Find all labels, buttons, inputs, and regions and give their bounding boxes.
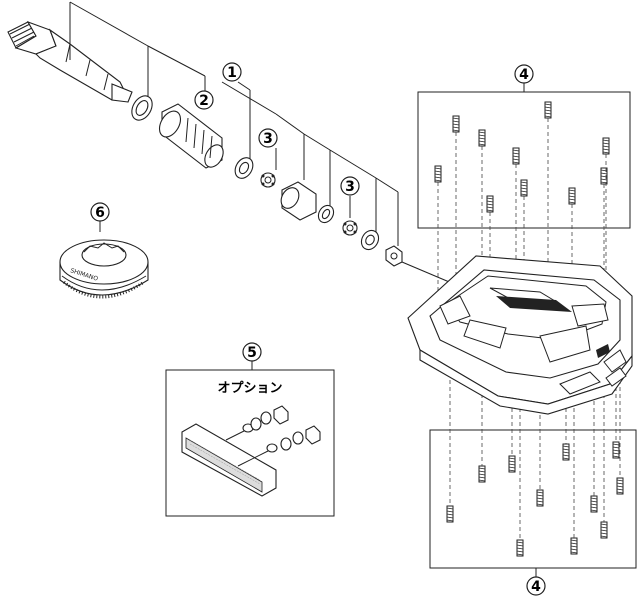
pin-top-7 bbox=[520, 179, 528, 197]
pin-bottom-2 bbox=[562, 443, 570, 461]
pin-box-bottom bbox=[429, 429, 637, 569]
pin-top-3 bbox=[478, 129, 486, 147]
pin-bottom-9 bbox=[600, 521, 608, 539]
washer-2 bbox=[317, 204, 335, 224]
svg-text:2: 2 bbox=[199, 93, 209, 109]
pin-bottom-5 bbox=[616, 477, 624, 495]
lock-ring-tool: SHIMANO bbox=[59, 239, 149, 299]
option-washer-4 bbox=[292, 431, 304, 445]
callout-4-bottom: 4 bbox=[526, 576, 546, 596]
svg-text:4: 4 bbox=[531, 579, 541, 595]
pins-bottom bbox=[446, 441, 624, 557]
pin-bottom-11 bbox=[570, 537, 578, 555]
reflector bbox=[181, 423, 277, 497]
pin-top-1 bbox=[544, 101, 552, 119]
callout-2: 2 bbox=[194, 90, 214, 110]
option-washer-3 bbox=[280, 437, 292, 451]
reflector-screw-2 bbox=[237, 443, 278, 467]
lock-nut bbox=[385, 245, 403, 267]
pin-top-5 bbox=[512, 147, 520, 165]
washer-1 bbox=[234, 157, 254, 179]
pin-top-9 bbox=[568, 187, 576, 205]
reflector-screw-1 bbox=[225, 423, 254, 441]
svg-text:3: 3 bbox=[263, 131, 273, 147]
axle-sleeve bbox=[158, 103, 224, 169]
option-nut-1 bbox=[273, 405, 289, 425]
pedal-axle bbox=[7, 20, 133, 103]
pin-top-10 bbox=[486, 195, 494, 213]
svg-text:4: 4 bbox=[519, 67, 529, 83]
svg-text:5: 5 bbox=[247, 345, 257, 361]
option-washer-1 bbox=[250, 417, 262, 431]
pin-bottom-6 bbox=[536, 489, 544, 507]
bushing bbox=[280, 181, 317, 221]
pin-top-6 bbox=[434, 165, 442, 183]
callout-3a: 3 bbox=[258, 128, 278, 148]
option-label: オプション bbox=[217, 381, 282, 396]
pin-top-2 bbox=[452, 115, 460, 133]
callout-1: 1 bbox=[222, 62, 242, 82]
pin-bottom-1 bbox=[612, 441, 620, 459]
svg-text:6: 6 bbox=[95, 205, 105, 221]
svg-text:3: 3 bbox=[345, 179, 355, 195]
pin-top-4 bbox=[602, 137, 610, 155]
option-nut-2 bbox=[305, 425, 321, 445]
svg-text:1: 1 bbox=[227, 65, 237, 81]
option-washer-2 bbox=[260, 411, 272, 425]
seal-ring bbox=[131, 95, 153, 121]
axis-guide-line bbox=[401, 261, 455, 285]
pin-bottom-3 bbox=[508, 455, 516, 473]
pin-box-top bbox=[417, 91, 631, 229]
cone-nut bbox=[360, 229, 380, 251]
callout-5: 5 bbox=[242, 342, 262, 362]
pin-bottom-4 bbox=[478, 465, 486, 483]
callout-6: 6 bbox=[90, 202, 110, 222]
callout-3b: 3 bbox=[340, 176, 360, 196]
pin-bottom-7 bbox=[590, 495, 598, 513]
callout-4-top: 4 bbox=[514, 64, 534, 84]
pedal-body bbox=[407, 255, 633, 415]
bearing-3b bbox=[342, 220, 358, 236]
bearing-3a bbox=[260, 172, 276, 188]
leader-lines-1 bbox=[69, 1, 399, 246]
pin-bottom-8 bbox=[446, 505, 454, 523]
pin-bottom-10 bbox=[516, 539, 524, 557]
option-box: オプション bbox=[165, 369, 335, 517]
